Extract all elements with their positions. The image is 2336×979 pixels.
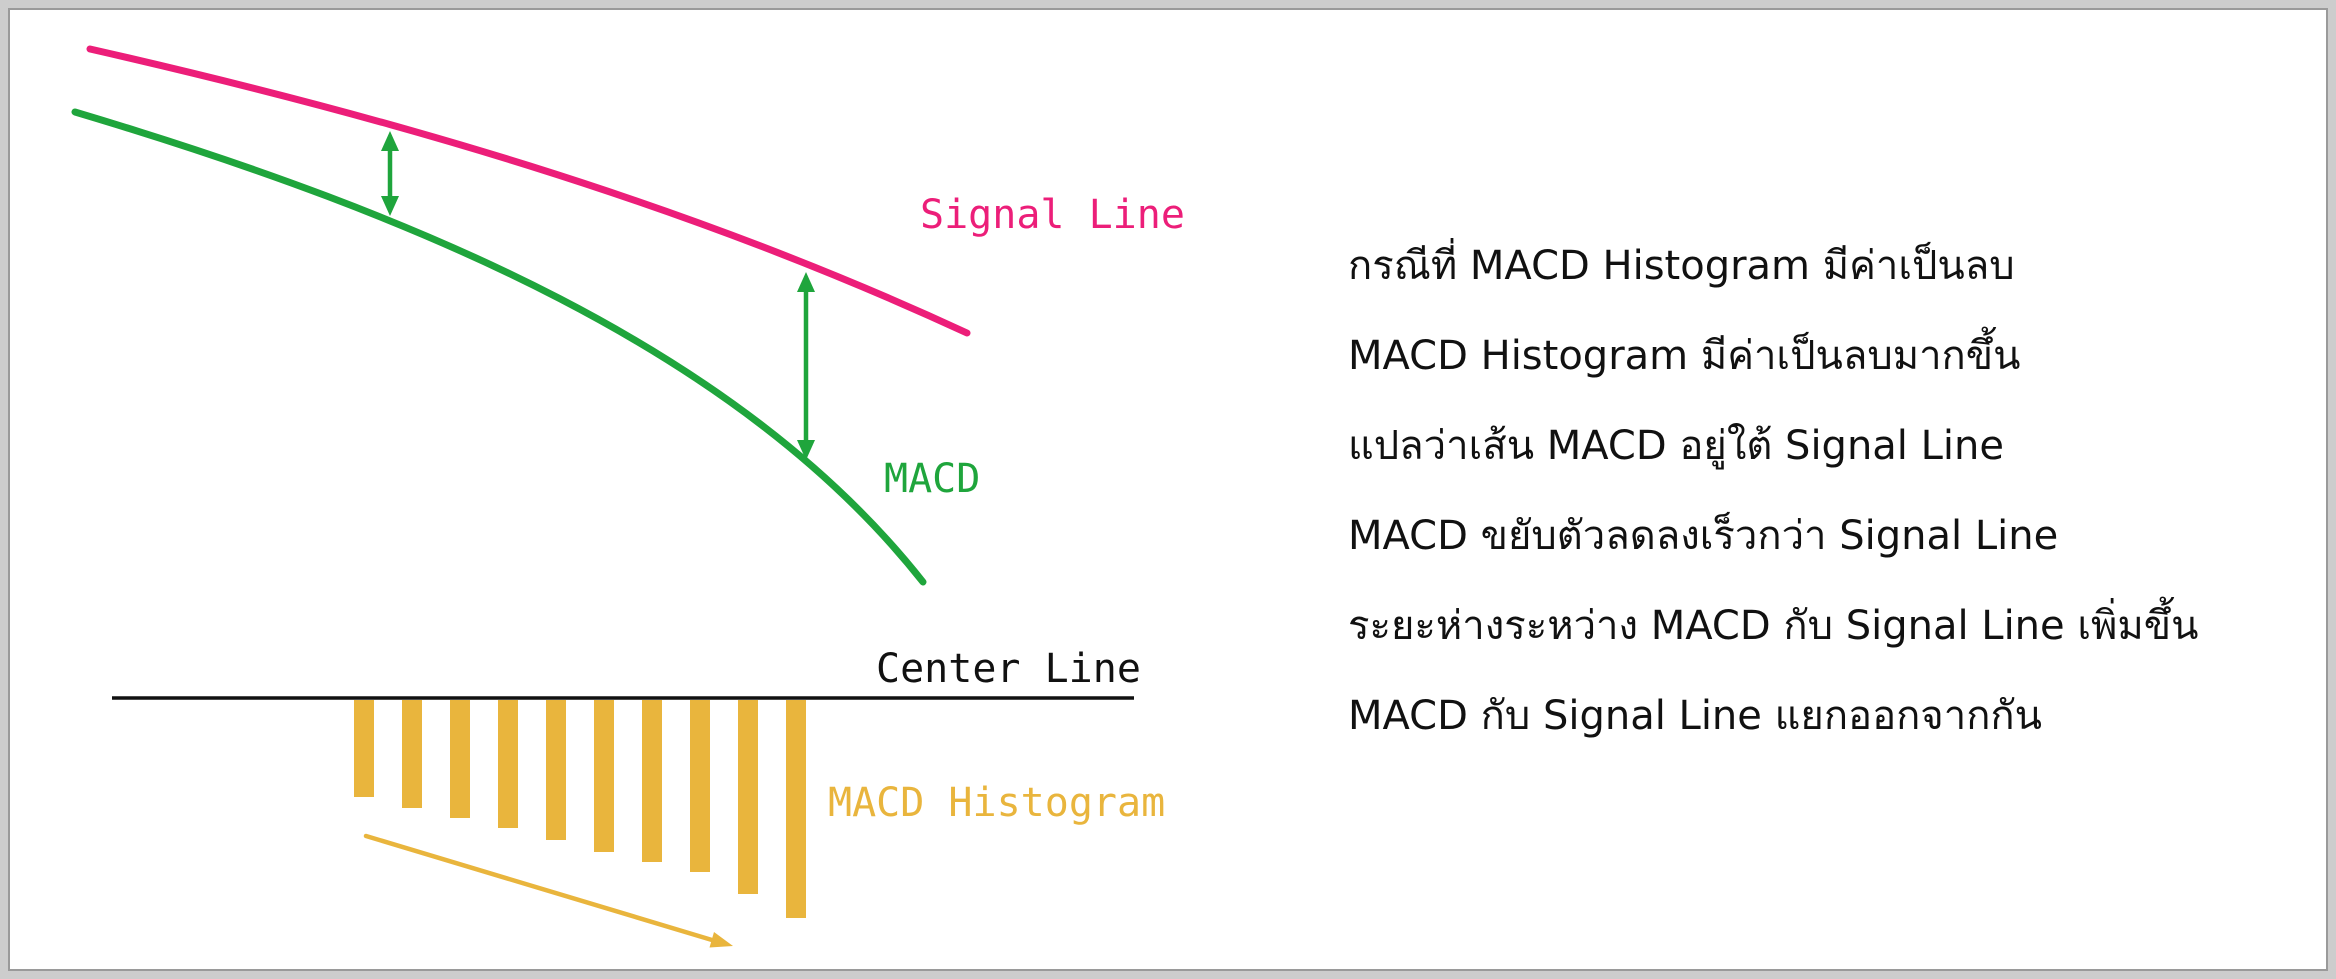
histogram-bar: [354, 700, 374, 797]
histogram-bar: [642, 700, 662, 862]
annotation-text: กรณีที่ MACD Histogram มีค่าเป็นลบ MACD …: [1348, 221, 2198, 761]
macd-line-curve: [71, 108, 927, 586]
histogram-bar: [594, 700, 614, 852]
annotation-line: MACD Histogram มีค่าเป็นลบมากขึ้น: [1348, 333, 2021, 379]
annotation-line: กรณีที่ MACD Histogram มีค่าเป็นลบ: [1348, 243, 2015, 289]
histogram-bar: [450, 700, 470, 818]
gap-arrow-large-icon: [797, 272, 815, 460]
histogram-bar: [738, 700, 758, 894]
annotation-line: MACD กับ Signal Line แยกออกจากกัน: [1348, 693, 2042, 739]
histogram-bar: [402, 700, 422, 808]
histogram-bars: [354, 700, 806, 918]
histogram-bar: [786, 700, 806, 918]
histogram-trend-arrow-icon: [363, 833, 733, 948]
annotation-line: ระยะห่างระหว่าง MACD กับ Signal Line เพิ…: [1348, 603, 2199, 649]
gap-arrow-small-icon: [381, 131, 399, 216]
annotation-line: แปลว่าเส้น MACD อยู่ใต้ Signal Line: [1348, 423, 2004, 469]
center-line-label: Center Line: [876, 646, 1141, 692]
signal-line-label: Signal Line: [920, 192, 1185, 238]
signal-line-curve: [86, 45, 971, 337]
macd-label: MACD: [884, 456, 981, 502]
annotation-line: MACD ขยับตัวลดลงเร็วกว่า Signal Line: [1348, 513, 2059, 559]
histogram-bar: [498, 700, 518, 828]
histogram-bar: [690, 700, 710, 872]
macd-histogram-label: MACD Histogram: [828, 780, 1166, 826]
histogram-bar: [546, 700, 566, 840]
